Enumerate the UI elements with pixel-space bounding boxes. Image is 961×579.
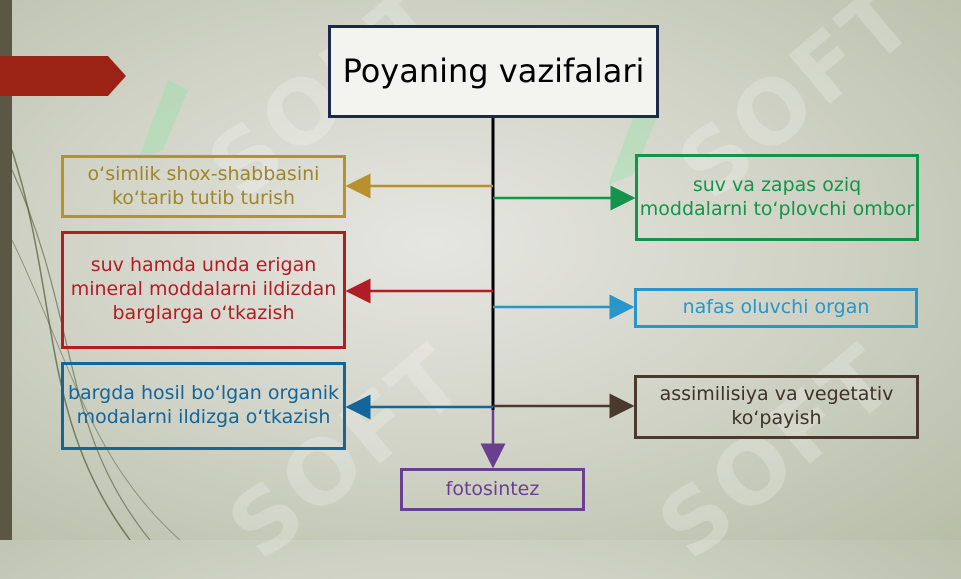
left-decor-bar [0, 0, 12, 540]
diagram-connectors [345, 118, 636, 469]
function-box-transport-up: suv hamda unda erigan mineral moddalarni… [61, 231, 346, 349]
watermark-logo [138, 80, 188, 160]
decor-arrow-tab [0, 56, 126, 96]
function-box-reproduction: assimilisiya va vegetativ ko‘payish [634, 375, 919, 439]
watermark-logo [608, 105, 658, 185]
decor-swirl-lines [11, 149, 181, 540]
function-box-respiration: nafas oluvchi organ [634, 288, 918, 328]
diagram-title: Poyaning vazifalari [328, 25, 659, 118]
function-box-support: o‘simlik shox-shabbasini ko‘tarib tutib … [61, 155, 346, 218]
function-box-transport-down: bargda hosil bo‘lgan organik modalarni i… [61, 362, 346, 450]
function-box-storage: suv va zapas oziq moddalarni to‘plovchi … [635, 154, 919, 241]
function-box-photosynthesis: fotosintez [400, 468, 585, 511]
